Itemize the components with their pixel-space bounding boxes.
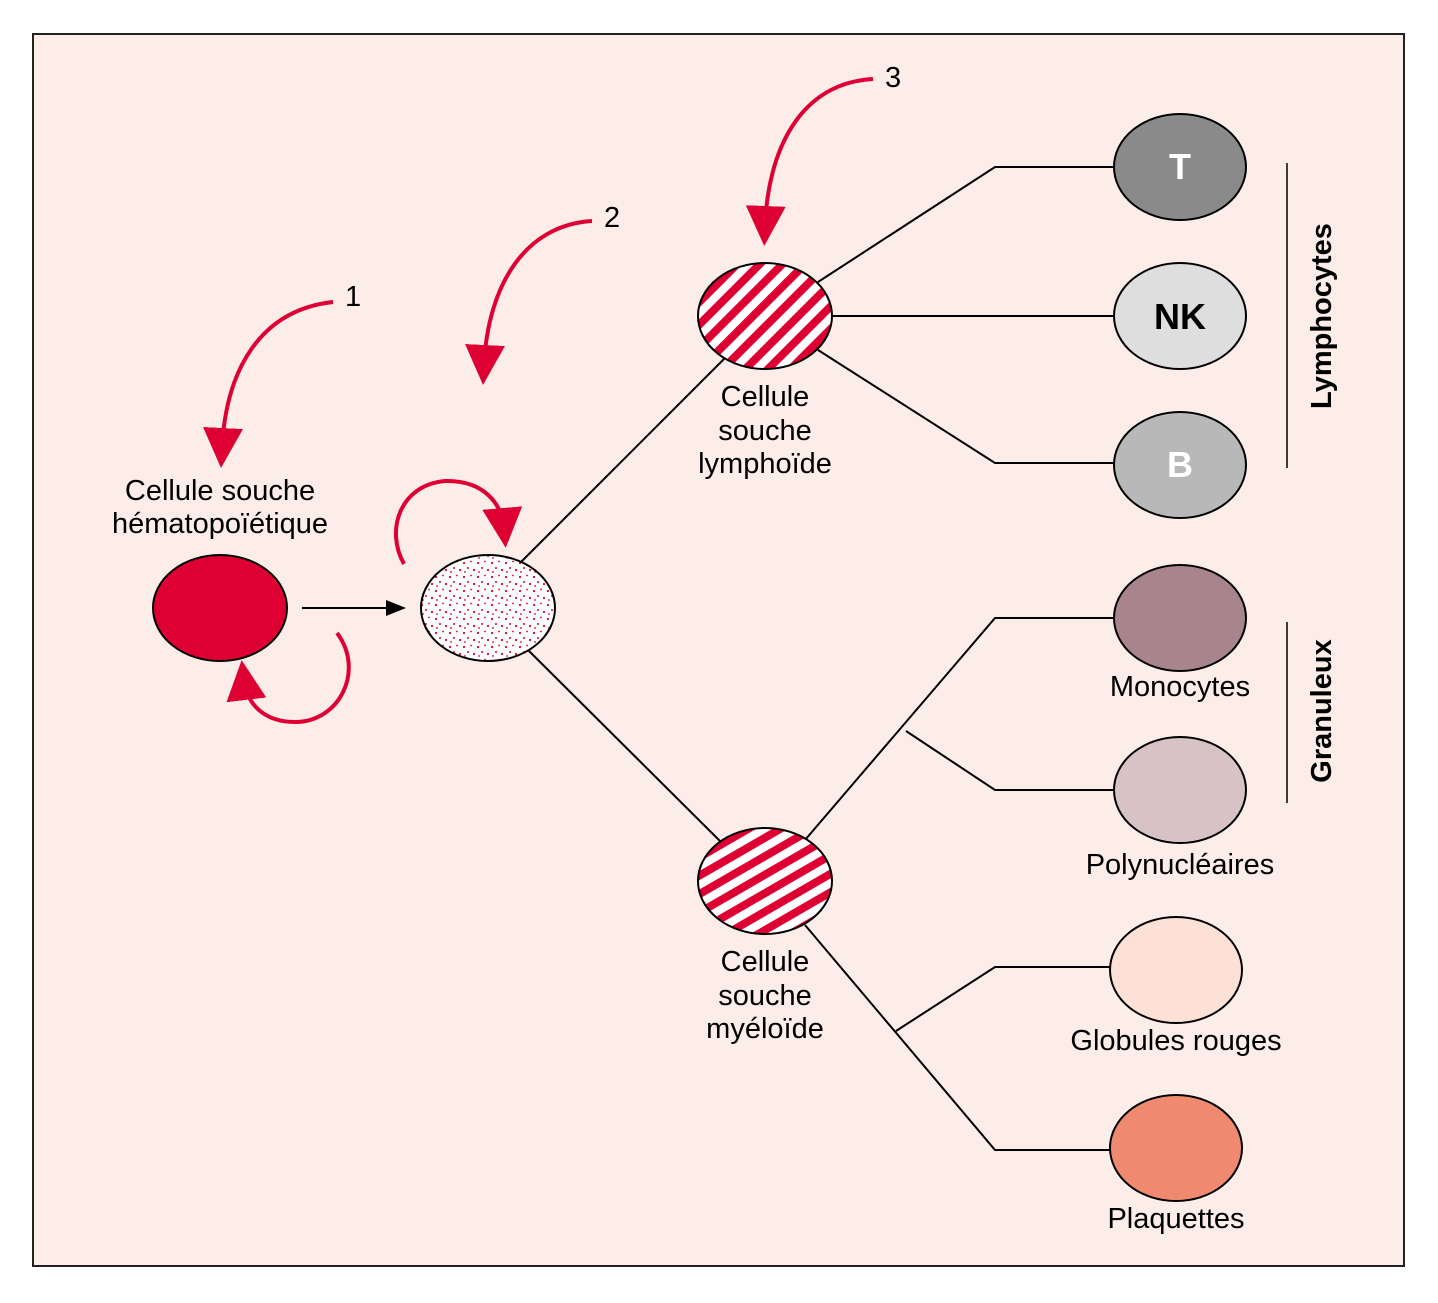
lymphocytes-group-label: Lymphocytes [1306, 223, 1338, 409]
b-cell-label: B [1167, 444, 1193, 485]
line-lymphoid-to-t [817, 166, 1115, 283]
step3-arrow [745, 77, 874, 246]
progenitor-self-renewal-arrow [394, 478, 523, 565]
platelets-label: Plaquettes [1107, 1203, 1244, 1235]
nk-cell [1113, 262, 1247, 370]
lymphoid-label-line1: Cellule [721, 381, 810, 413]
lymphoid-label-line3: lymphoïde [698, 448, 832, 480]
hsc-label-line1: Cellule souche [125, 475, 315, 507]
myeloid-label-line3: myéloïde [706, 1013, 824, 1045]
line-myeloid-to-monocytes [804, 617, 1115, 841]
step1-arrow [203, 300, 334, 468]
hsc-label-line2: hématopoïétique [112, 508, 328, 540]
line-myeloid-to-platelets [804, 924, 1110, 1151]
lymphoid-stem-cell [697, 262, 833, 370]
monocytes-label: Monocytes [1110, 671, 1250, 703]
line-branch-to-red-cells [895, 966, 1110, 1032]
myeloid-stem-cell [697, 827, 833, 935]
hematopoietic-stem-cell [152, 554, 288, 662]
step-1-number: 1 [345, 281, 361, 313]
line-progenitor-to-myeloid [527, 649, 723, 844]
line-lymphoid-to-b [817, 349, 1115, 464]
monocyte-cell [1113, 564, 1247, 672]
t-cell [1113, 113, 1247, 221]
lymphoid-label-line2: souche [718, 415, 812, 447]
line-hsc-to-progenitor [519, 357, 726, 564]
t-cell-label: T [1169, 146, 1191, 187]
multipotent-progenitor-cell [420, 554, 556, 662]
myeloid-label-line1: Cellule [721, 946, 810, 978]
step-2-number: 2 [604, 202, 620, 234]
line-branch-to-polynuclear [905, 730, 1115, 791]
red-arrows [203, 77, 874, 725]
step-3-number: 3 [885, 62, 901, 94]
polynuclear-label: Polynucléaires [1086, 849, 1275, 881]
b-cell [1113, 411, 1247, 519]
connector-lines [519, 166, 1115, 1151]
granulocytes-group-label: Granuleux [1306, 639, 1338, 782]
polynuclear-cell [1113, 736, 1247, 844]
platelet-cell [1109, 1094, 1243, 1202]
red-blood-cell [1109, 916, 1243, 1024]
myeloid-label-line2: souche [718, 980, 812, 1012]
nk-cell-label: NK [1154, 296, 1206, 337]
red-cells-label: Globules rouges [1070, 1025, 1281, 1057]
step2-arrow [465, 219, 593, 385]
hsc-self-renewal-arrow [226, 631, 351, 725]
